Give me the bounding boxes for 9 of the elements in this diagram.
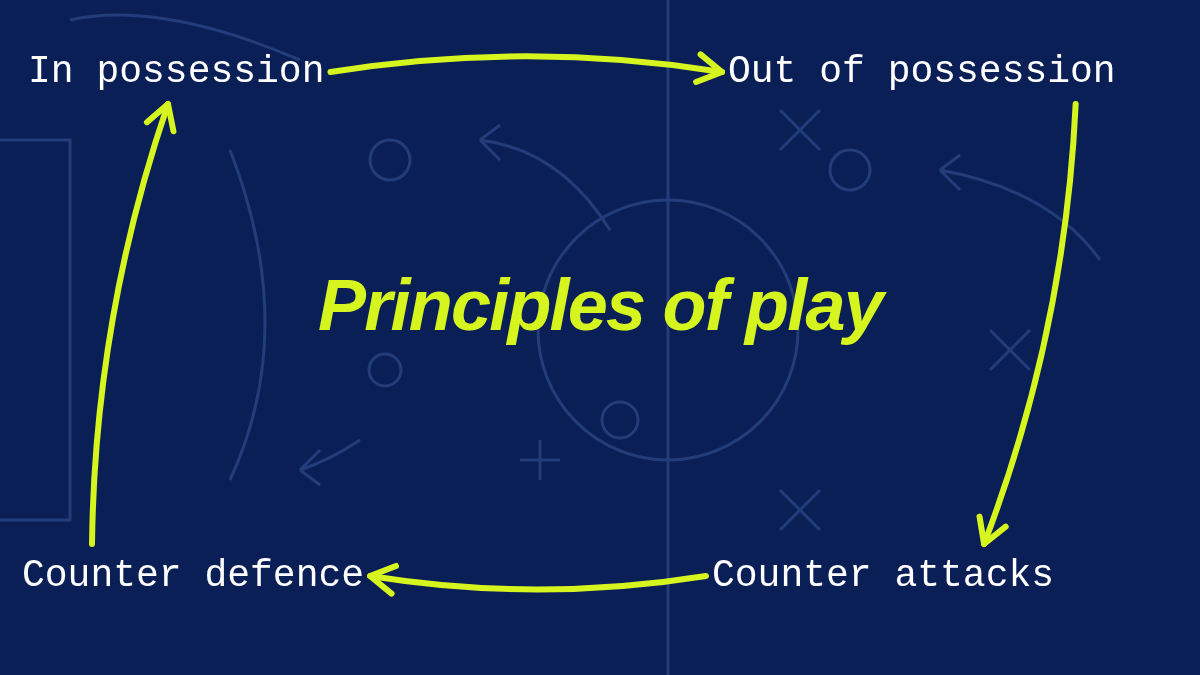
- arrow: [89, 101, 177, 547]
- title: Principles of play: [250, 260, 950, 350]
- stage-label: Counter defence: [22, 553, 365, 599]
- arrow: [327, 51, 725, 86]
- stage-label: Out of possession: [728, 49, 1116, 95]
- stage-label: Counter attacks: [712, 553, 1055, 599]
- arrow: [976, 101, 1079, 547]
- arrow: [367, 562, 709, 597]
- stage-label: In possession: [28, 49, 325, 95]
